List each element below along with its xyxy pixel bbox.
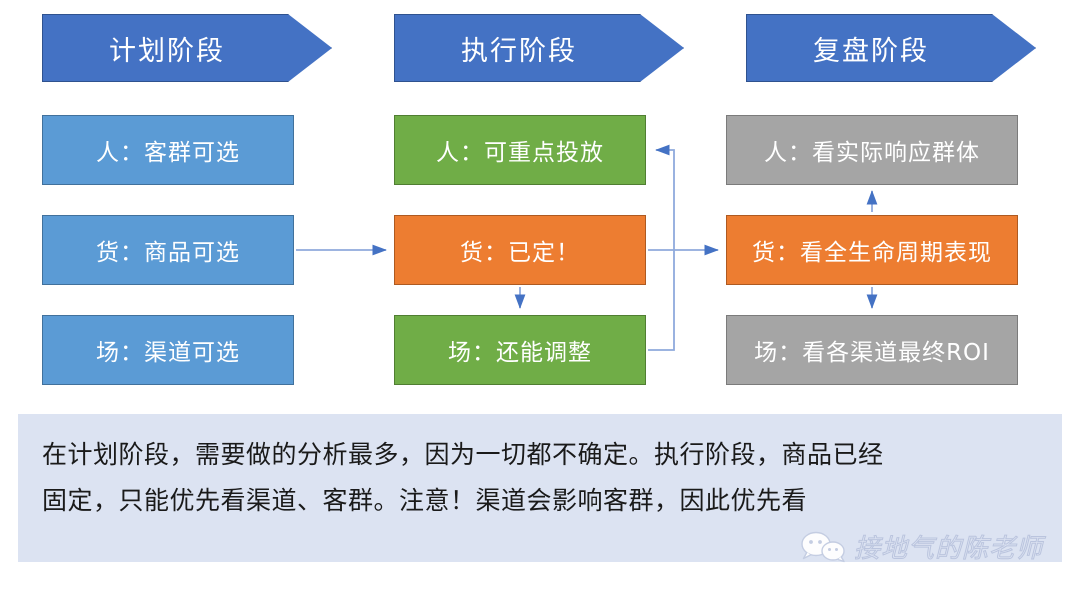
box-plan-chang: 场：渠道可选 [42, 315, 294, 385]
box-plan-huo-label: 货：商品可选 [96, 240, 240, 266]
box-exec-chang-label: 场：还能调整 [448, 340, 592, 366]
note-line-2: 固定，只能优先看渠道、客群。注意！渠道会影响客群，因此优先看 [42, 486, 808, 515]
phase-header-review-label: 复盘阶段 [813, 35, 929, 67]
box-review-huo-label: 货：看全生命周期表现 [752, 240, 992, 266]
box-plan-chang-label: 场：渠道可选 [96, 340, 240, 366]
watermark: 接地气的陈老师 [800, 528, 1043, 565]
box-review-huo: 货：看全生命周期表现 [726, 215, 1018, 285]
phase-header-review: 复盘阶段 [746, 14, 1036, 82]
phase-header-plan: 计划阶段 [42, 14, 332, 82]
box-plan-ren-label: 人：客群可选 [96, 140, 240, 166]
note-panel: 在计划阶段，需要做的分析最多，因为一切都不确定。执行阶段，商品已经 固定，只能优… [18, 414, 1062, 562]
wechat-icon [801, 531, 845, 562]
box-exec-huo-label: 货：已定！ [460, 240, 580, 266]
box-exec-huo: 货：已定！ [394, 215, 646, 285]
phase-header-plan-label: 计划阶段 [109, 35, 225, 67]
phase-header-exec: 执行阶段 [394, 14, 684, 82]
arrow-exec-chang-to-exec-ren [648, 144, 675, 351]
box-plan-huo: 货：商品可选 [42, 215, 294, 285]
box-review-ren-label: 人：看实际响应群体 [764, 140, 980, 166]
watermark-text: 接地气的陈老师 [853, 534, 1044, 565]
box-review-chang: 场：看各渠道最终ROI [726, 315, 1018, 385]
phase-header-exec-label: 执行阶段 [461, 35, 577, 67]
box-exec-ren-label: 人：可重点投放 [436, 140, 604, 166]
box-plan-ren: 人：客群可选 [42, 115, 294, 185]
note-line-1: 在计划阶段，需要做的分析最多，因为一切都不确定。执行阶段，商品已经 [42, 440, 884, 469]
box-exec-chang: 场：还能调整 [394, 315, 646, 385]
box-review-ren: 人：看实际响应群体 [726, 115, 1018, 185]
box-exec-ren: 人：可重点投放 [394, 115, 646, 185]
box-review-chang-label: 场：看各渠道最终ROI [754, 340, 990, 366]
